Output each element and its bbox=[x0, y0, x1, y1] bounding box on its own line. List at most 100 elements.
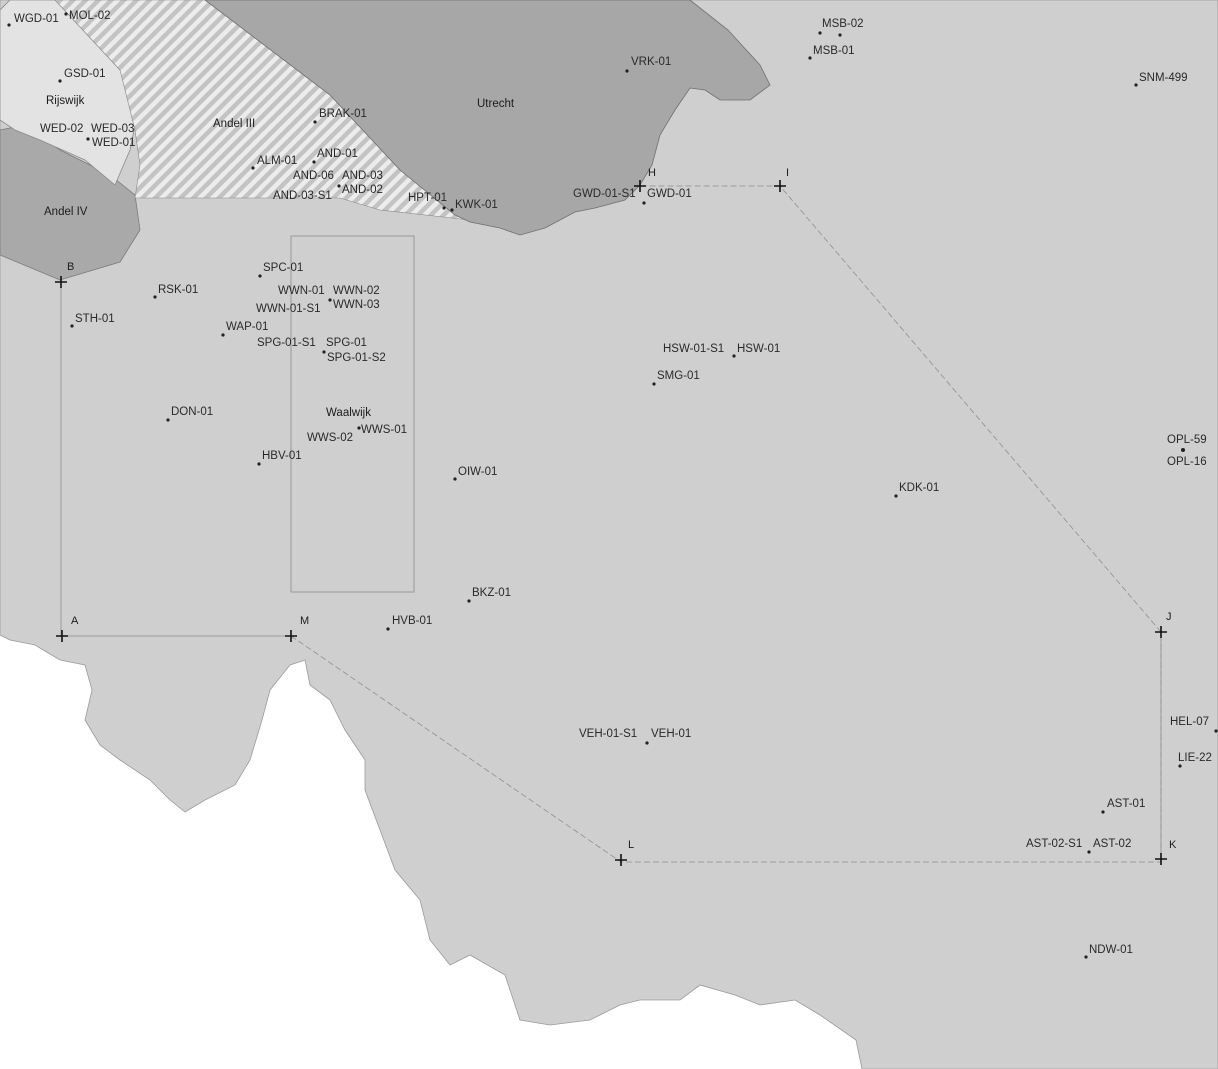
well-dot[interactable] bbox=[1214, 729, 1218, 733]
well-dot[interactable] bbox=[467, 599, 471, 603]
corner-cross-h bbox=[634, 180, 646, 192]
well-dot[interactable] bbox=[625, 69, 629, 73]
well-label: AST-02 bbox=[1093, 838, 1131, 850]
well-label: HVB-01 bbox=[392, 615, 432, 627]
well-label: GWD-01-S1 bbox=[573, 188, 636, 200]
utrecht-area bbox=[204, 0, 771, 236]
well-label: WED-02 bbox=[40, 123, 83, 135]
well-dot[interactable] bbox=[1134, 83, 1138, 87]
well-label: NDW-01 bbox=[1089, 944, 1133, 956]
well-label: SPC-01 bbox=[263, 262, 303, 274]
corner-cross-a bbox=[56, 630, 68, 642]
corner-label-k: K bbox=[1169, 839, 1177, 851]
well-label: VEH-01 bbox=[651, 728, 691, 740]
well-dot[interactable] bbox=[58, 79, 62, 83]
well-label: KWK-01 bbox=[455, 199, 498, 211]
well-label: AND-03-S1 bbox=[273, 190, 332, 202]
well-dot[interactable] bbox=[357, 426, 361, 430]
well-label: STH-01 bbox=[75, 313, 115, 325]
well-label: VEH-01-S1 bbox=[579, 728, 637, 740]
well-dot[interactable] bbox=[652, 382, 656, 386]
well-label: AST-02-S1 bbox=[1026, 838, 1082, 850]
corner-cross-b bbox=[55, 276, 67, 288]
corner-label-j: J bbox=[1166, 611, 1172, 623]
well-label: MOL-02 bbox=[69, 10, 111, 22]
well-dot[interactable] bbox=[732, 354, 736, 358]
corner-cross-j bbox=[1155, 626, 1167, 638]
well-dot[interactable] bbox=[153, 295, 157, 299]
well-dot[interactable] bbox=[7, 23, 11, 27]
well-dot[interactable] bbox=[442, 206, 446, 210]
well-dot[interactable] bbox=[70, 324, 74, 328]
well-label: SNM-499 bbox=[1139, 72, 1188, 84]
well-label: HEL-07 bbox=[1170, 716, 1209, 728]
area-label-rijswijk: Rijswijk bbox=[46, 95, 85, 107]
well-label: HBV-01 bbox=[262, 450, 302, 462]
well-dot[interactable] bbox=[312, 160, 316, 164]
well-label: BKZ-01 bbox=[472, 587, 511, 599]
corner-cross-i bbox=[774, 180, 786, 192]
well-dot[interactable] bbox=[64, 12, 68, 16]
well-label: SPG-01-S2 bbox=[327, 352, 386, 364]
well-dot[interactable] bbox=[645, 741, 649, 745]
well-label: GSD-01 bbox=[64, 68, 106, 80]
well-dot[interactable] bbox=[337, 184, 341, 188]
well-dot[interactable] bbox=[838, 33, 842, 37]
well-label: WAP-01 bbox=[226, 321, 268, 333]
well-dot[interactable] bbox=[322, 350, 326, 354]
well-dots bbox=[7, 12, 1218, 959]
well-dot[interactable] bbox=[257, 462, 261, 466]
well-dot[interactable] bbox=[328, 298, 332, 302]
well-dot[interactable] bbox=[386, 627, 390, 631]
well-dot[interactable] bbox=[258, 274, 262, 278]
well-label: OPL-16 bbox=[1167, 456, 1207, 468]
well-label: ALM-01 bbox=[257, 155, 297, 167]
well-dot[interactable] bbox=[808, 56, 812, 60]
well-label: HSW-01 bbox=[737, 343, 780, 355]
well-label: DON-01 bbox=[171, 406, 213, 418]
well-dot[interactable] bbox=[251, 166, 255, 170]
corner-label-i: I bbox=[786, 167, 789, 179]
well-label: VRK-01 bbox=[631, 56, 671, 68]
well-dot[interactable] bbox=[1101, 810, 1105, 814]
well-label: AND-01 bbox=[317, 148, 358, 160]
well-dot[interactable] bbox=[1084, 955, 1088, 959]
well-dot[interactable] bbox=[818, 31, 822, 35]
well-dot[interactable] bbox=[1087, 850, 1091, 854]
corner-label-m: M bbox=[300, 615, 309, 627]
well-label: KDK-01 bbox=[899, 482, 939, 494]
corner-cross-k bbox=[1155, 853, 1167, 865]
well-dot[interactable] bbox=[450, 208, 454, 212]
corner-cross-m bbox=[285, 630, 297, 642]
well-dot[interactable] bbox=[642, 201, 646, 205]
corner-markers bbox=[55, 180, 1167, 866]
corner-label-h: H bbox=[648, 167, 656, 179]
well-label: WED-01 bbox=[92, 137, 135, 149]
corner-label-a: A bbox=[71, 615, 79, 627]
well-dot[interactable] bbox=[313, 120, 317, 124]
well-dot[interactable] bbox=[1178, 764, 1182, 768]
well-dot[interactable] bbox=[1181, 448, 1185, 452]
well-label: WWN-01 bbox=[278, 285, 325, 297]
well-label: AST-01 bbox=[1107, 798, 1145, 810]
well-dot[interactable] bbox=[166, 418, 170, 422]
well-label: WWN-02 bbox=[333, 285, 380, 297]
area-label-andel-iii: Andel III bbox=[213, 118, 255, 130]
well-label: AND-06 bbox=[293, 170, 334, 182]
waalwijk-block bbox=[290, 235, 415, 593]
corner-cross-l bbox=[615, 854, 627, 866]
well-dot[interactable] bbox=[221, 333, 225, 337]
area-label-utrecht: Utrecht bbox=[477, 98, 515, 110]
well-label: SPG-01 bbox=[326, 337, 367, 349]
well-dot[interactable] bbox=[894, 494, 898, 498]
well-label: OPL-59 bbox=[1167, 434, 1207, 446]
well-label: MSB-02 bbox=[822, 18, 864, 30]
well-label: GWD-01 bbox=[647, 188, 692, 200]
well-label: WWN-01-S1 bbox=[256, 303, 321, 315]
area-label-andel-iv: Andel IV bbox=[44, 206, 88, 218]
well-label: SPG-01-S1 bbox=[257, 337, 316, 349]
well-dot[interactable] bbox=[86, 137, 90, 141]
well-dot[interactable] bbox=[453, 477, 457, 481]
well-label: WWS-02 bbox=[307, 432, 353, 444]
